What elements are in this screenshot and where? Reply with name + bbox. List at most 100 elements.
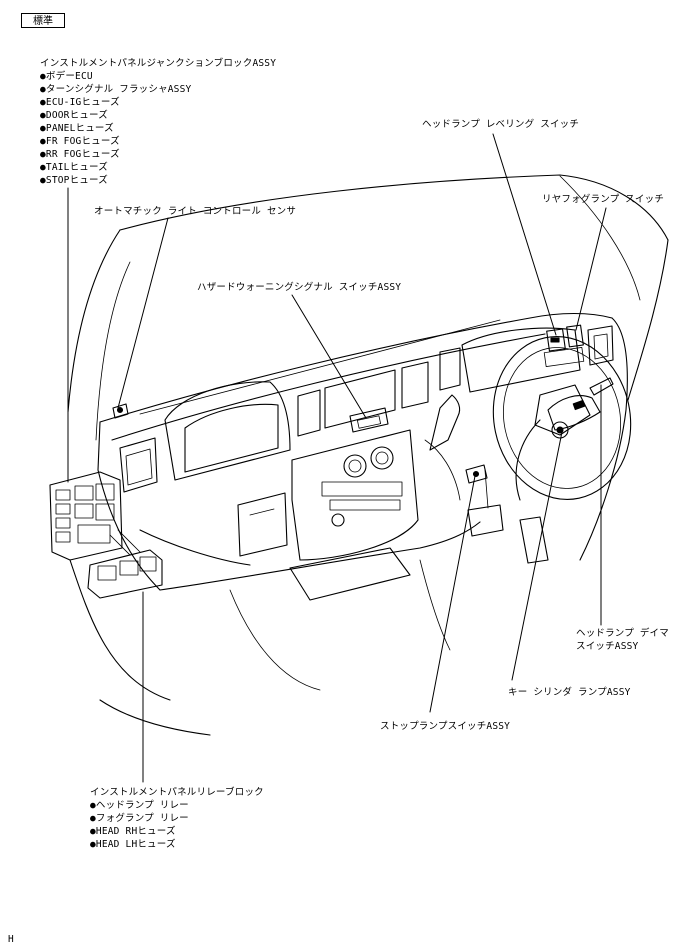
- floor-line-1: [229, 589, 321, 691]
- windshield-top-edge: [119, 174, 669, 241]
- junction-block-item: DOORヒューズ: [40, 109, 191, 122]
- floor-tray: [289, 547, 411, 601]
- relay-block-items: ヘッドランプ リレー フォグランプ リレー HEAD RHヒューズ HEAD L…: [90, 799, 189, 851]
- accelerator-pedal: [519, 516, 549, 564]
- relay-block-item: ヘッドランプ リレー: [90, 799, 189, 812]
- windshield-inner-line: [559, 175, 641, 301]
- combination-meter-hood: [461, 327, 581, 393]
- right-lower-vent: [439, 347, 461, 391]
- junction-block-body: [49, 471, 123, 561]
- headlamp-leveling-label: ヘッドランプ レベリング スイッチ: [422, 119, 580, 130]
- junction-block-item: STOPヒューズ: [40, 174, 191, 187]
- dash-top-front-edge: [99, 312, 613, 423]
- leader-hazard-switch: [291, 294, 367, 419]
- jb-relay-2: [74, 503, 94, 519]
- jb-fuse-row-2: [55, 503, 71, 515]
- brake-pedal: [467, 504, 504, 537]
- lower-dash-left: [139, 529, 251, 566]
- radio-slot: [329, 499, 401, 511]
- shift-gate: [424, 439, 461, 501]
- junction-block-item: FR FOGヒューズ: [40, 135, 191, 148]
- floor-line-2: [419, 559, 451, 651]
- windshield-right-pillar: [627, 239, 669, 401]
- rb-relay-1: [97, 565, 117, 581]
- rear-fog-switch-label: リヤフォグランプ スイッチ: [542, 194, 665, 205]
- dimmer-switch-label-2: スイッチASSY: [576, 641, 639, 652]
- junction-block-item: ボデーECU: [40, 70, 191, 83]
- pedal-arm: [484, 469, 489, 509]
- junction-block-item: ECU-IGヒューズ: [40, 96, 191, 109]
- glovebox-handle: [249, 508, 275, 516]
- hazard-switch-label: ハザードウォーニングシグナル スイッチASSY: [197, 282, 402, 293]
- relay-bracket: [109, 529, 141, 556]
- relay-block-body: [87, 549, 163, 599]
- vent-center-right: [401, 361, 429, 409]
- jb-fuse-row-3: [55, 517, 71, 529]
- leader-rear-fog: [575, 207, 607, 331]
- jb-relay-3: [95, 483, 115, 501]
- rb-relay-3: [139, 556, 157, 572]
- junction-block-item: PANELヒューズ: [40, 122, 191, 135]
- vent-center-left: [297, 389, 321, 437]
- stop-lamp-switch-label: ストップランプスイッチASSY: [380, 721, 511, 732]
- stop-lamp-switch-plunger: [472, 470, 480, 478]
- cluster-hood: [164, 381, 291, 481]
- windshield-left-pillar: [67, 229, 121, 413]
- jb-relay-4: [95, 503, 115, 521]
- junction-block-item: RR FOGヒューズ: [40, 148, 191, 161]
- right-vent-inner: [593, 333, 609, 360]
- hvac-switch-row: [321, 481, 403, 497]
- left-vent-inner: [125, 448, 153, 486]
- hazard-switch: [349, 407, 389, 433]
- stop-lamp-switch: [465, 464, 488, 484]
- hvac-knob-2: [370, 446, 394, 470]
- rear-fog-switch: [566, 324, 584, 348]
- switch-stalk-dark: [572, 399, 586, 411]
- auto-light-sensor-eye: [116, 406, 124, 414]
- combination-switch: [547, 395, 601, 431]
- shift-lever: [429, 394, 461, 451]
- rb-relay-2: [119, 560, 139, 576]
- dimmer-switch-label-1: ヘッドランプ デイマ: [576, 628, 669, 639]
- key-cylinder: [551, 421, 569, 439]
- relay-block-title: インストルメントパネルリレーブロック: [90, 787, 264, 798]
- footer-mark: H: [8, 934, 14, 945]
- leader-key-cylinder: [511, 431, 563, 681]
- steering-wheel-rim-inner: [502, 347, 622, 489]
- right-vent: [587, 325, 614, 366]
- lower-dash-edge: [159, 521, 481, 591]
- left-vent: [119, 437, 158, 493]
- junction-block-item: ターンシグナル フラッシャASSY: [40, 83, 191, 96]
- jb-fuse-row-4: [55, 531, 71, 543]
- passenger-floor: [69, 559, 171, 701]
- hazard-switch-face: [357, 415, 381, 429]
- key-cylinder-lamp-label: キー シリンダ ランプASSY: [508, 687, 631, 698]
- junction-block-item: TAILヒューズ: [40, 161, 191, 174]
- steering-column: [515, 419, 541, 501]
- switch-bank: [543, 347, 585, 367]
- left-pillar-inner: [95, 261, 131, 441]
- leader-stop-lamp: [429, 475, 476, 713]
- steering-wheel-rim: [492, 336, 632, 500]
- dash-right-side: [579, 317, 628, 561]
- glovebox: [237, 492, 288, 557]
- jb-connector: [77, 524, 111, 544]
- hvac-knob-2-inner: [375, 451, 389, 465]
- relay-block-item: HEAD LHヒューズ: [90, 838, 189, 851]
- leader-auto-light-sensor: [117, 217, 169, 409]
- jb-fuse-row-1: [55, 489, 71, 501]
- cigarette-lighter: [331, 513, 345, 527]
- key-cylinder-lamp: [556, 426, 564, 434]
- relay-block-item: HEAD RHヒューズ: [90, 825, 189, 838]
- dash-defroster: [139, 319, 501, 415]
- cluster-face: [184, 403, 279, 473]
- relay-block-item: フォグランプ リレー: [90, 812, 189, 825]
- leader-headlamp-leveling: [492, 133, 557, 336]
- auto-light-sensor-label: オートマチック ライト コントロール センサ: [94, 206, 297, 217]
- junction-block-items: ボデーECU ターンシグナル フラッシャASSY ECU-IGヒューズ DOOR…: [40, 70, 191, 187]
- junction-block-title: インストルメントパネルジャンクションブロックASSY: [40, 58, 277, 69]
- hvac-knob-1-inner: [348, 459, 362, 473]
- dimmer-stalk: [589, 377, 614, 396]
- display-panel: [324, 369, 396, 429]
